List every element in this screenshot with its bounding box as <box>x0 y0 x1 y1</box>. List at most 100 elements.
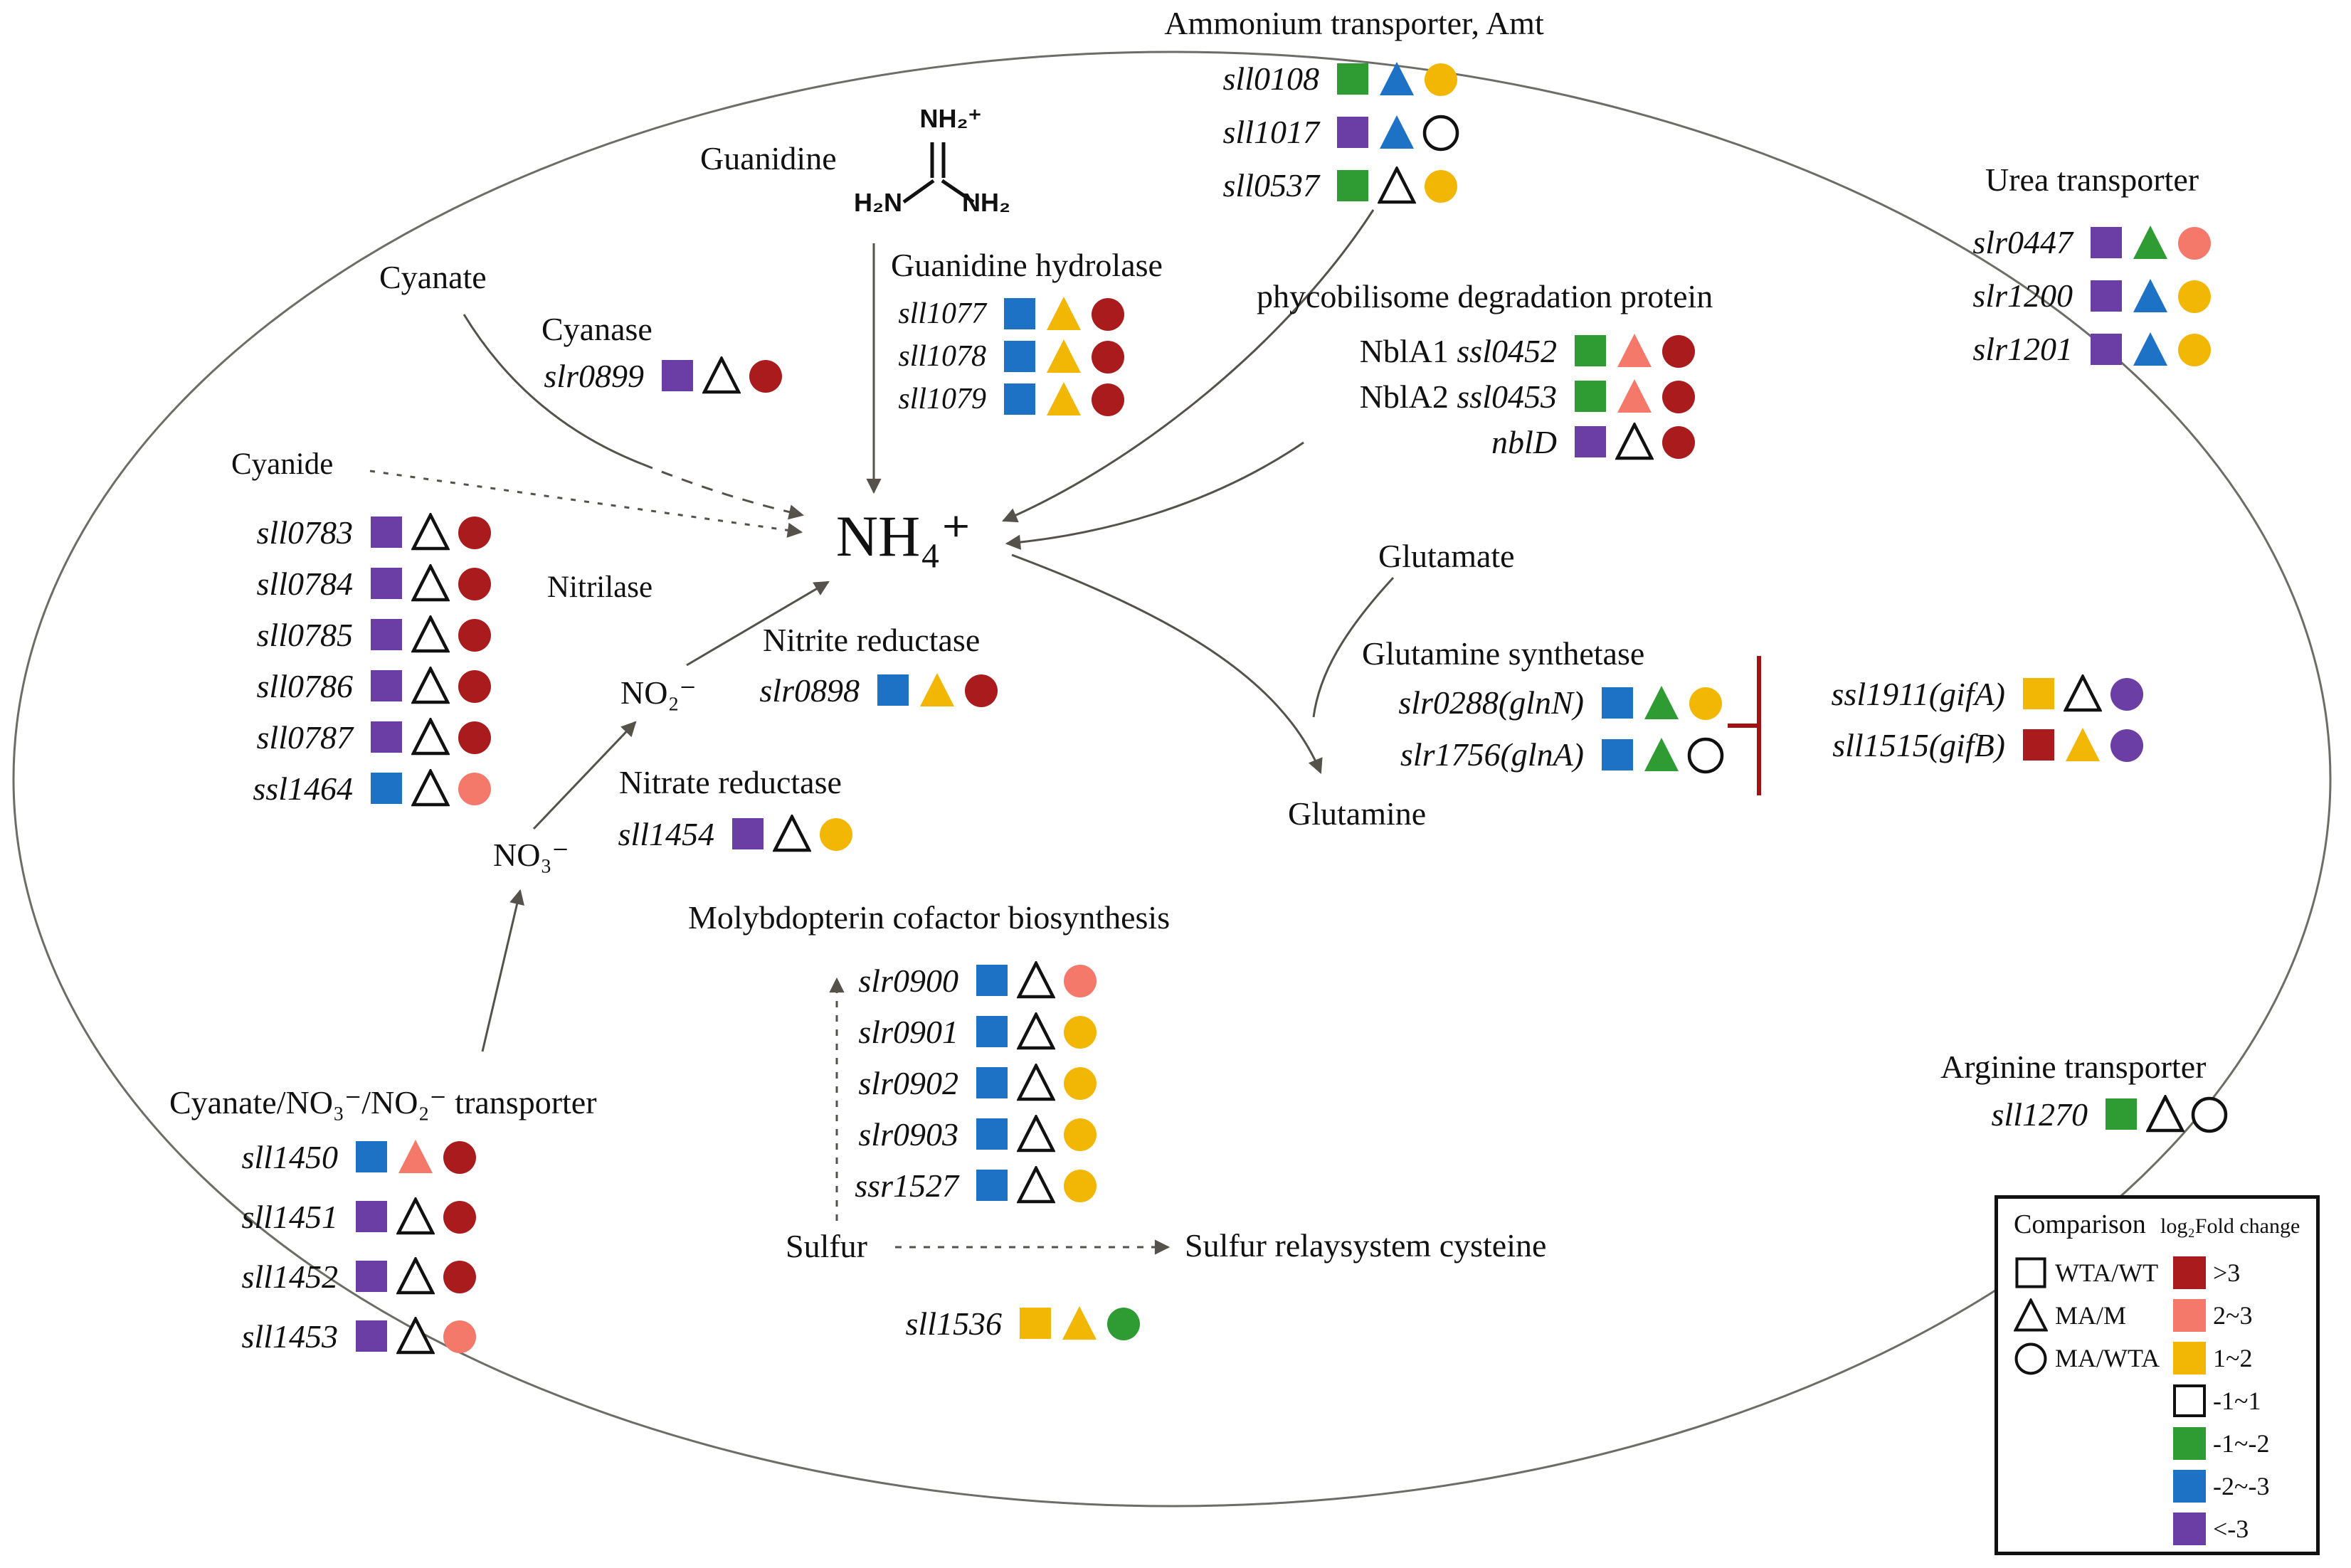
circle-cell <box>744 356 788 395</box>
gene-name: sll0108 <box>1105 60 1331 97</box>
gene-row: sll1077 <box>891 292 1163 335</box>
legend-comparison-title: Comparison <box>2014 1209 2146 1239</box>
gene-id: sll1450 <box>241 1138 338 1175</box>
label-sulfur-relay: Sulfur relaysystem cysteine <box>1185 1227 1547 1264</box>
gene-row: sll1454 <box>612 811 858 857</box>
square-cell <box>2084 330 2128 369</box>
legend-label: >3 <box>2213 1259 2241 1287</box>
legend-fold-row: >3 <box>2173 1251 2269 1294</box>
square-cell <box>2099 1095 2143 1133</box>
circle-cell <box>1657 423 1701 461</box>
gene-id: sll0784 <box>256 565 353 602</box>
square-marker <box>356 1201 387 1232</box>
gene-name: slr0899 <box>537 357 655 395</box>
triangle-marker <box>411 513 450 551</box>
circle-marker <box>749 360 782 393</box>
square-marker <box>1337 169 1368 201</box>
square-marker <box>356 1320 387 1352</box>
triangle-marker <box>1047 339 1081 373</box>
gene-name: sll0785 <box>235 616 364 654</box>
gene-id: ssl1464 <box>253 770 353 807</box>
triangle-marker <box>1644 737 1679 771</box>
legend-comparison-row: MA/M <box>2014 1294 2160 1337</box>
triangle-cell <box>1042 295 1086 333</box>
circle-cell <box>1058 1012 1102 1051</box>
triangle-cell <box>1014 1115 1058 1153</box>
gene-name: sll1270 <box>1940 1096 2099 1133</box>
gene-name: sll1451 <box>169 1198 349 1236</box>
triangle-marker <box>773 815 811 852</box>
square-cell <box>1595 736 1639 774</box>
gene-row: sll0108 <box>1105 52 1603 105</box>
gene-name: sll1453 <box>169 1318 349 1355</box>
gene-row: slr0900 <box>688 955 1170 1006</box>
circle-cell <box>1101 1304 1146 1342</box>
legend-label: -1~1 <box>2213 1387 2261 1415</box>
triangle-cell <box>1375 60 1419 98</box>
square-cell <box>1568 377 1612 415</box>
gene-name: nblD <box>1257 423 1568 461</box>
label-glutamate: Glutamate <box>1378 538 1515 574</box>
circle-cell <box>1657 332 1701 370</box>
square-cell <box>1331 60 1375 98</box>
circle-cell <box>1684 684 1728 722</box>
gene-row: nblD <box>1257 419 1713 465</box>
circle-marker <box>2014 1342 2047 1375</box>
circle-cell <box>1419 60 1463 98</box>
triangle-marker <box>2066 728 2100 761</box>
triangle-marker <box>396 1317 435 1355</box>
group-title: Arginine transporter <box>1940 1049 2207 1085</box>
gene-name: sll1079 <box>891 382 998 416</box>
triangle-marker <box>1380 61 1414 95</box>
triangle-cell <box>1014 1166 1058 1204</box>
circle-marker <box>458 670 491 703</box>
circle-cell <box>1058 961 1102 1000</box>
circle-marker <box>458 568 491 600</box>
triangle-cell <box>408 769 453 807</box>
group-gif-factors: ssl1911(gifA)sll1515(gifB) <box>1805 668 2149 770</box>
gene-id: ssl1911(gifA) <box>1831 675 2005 712</box>
gene-row: ssr1527 <box>688 1160 1170 1211</box>
gene-row: slr0288(glnN) <box>1362 677 1728 729</box>
circle-marker <box>2178 333 2211 366</box>
gene-row: NblA2 ssl0453 <box>1257 374 1713 419</box>
gene-id: slr0900 <box>858 962 958 999</box>
label-cyanide: Cyanide <box>231 447 334 481</box>
gene-row: sll1270 <box>1940 1091 2231 1137</box>
circle-marker <box>1064 1118 1097 1151</box>
fold-swatch <box>2173 1299 2206 1332</box>
circle-marker <box>820 818 852 851</box>
triangle-marker <box>411 769 450 807</box>
arrow-glutamate-join <box>1312 576 1395 718</box>
circle-marker <box>458 517 491 549</box>
triangle-cell <box>1612 332 1657 370</box>
group-title: Guanidine hydrolase <box>891 247 1163 283</box>
gene-id: slr1756(glnA) <box>1400 736 1584 773</box>
square-cell <box>970 1115 1014 1153</box>
circle-cell <box>2172 277 2217 315</box>
triangle-marker <box>2133 278 2167 312</box>
gene-name: sll0786 <box>235 667 364 705</box>
triangle-marker <box>1380 115 1414 149</box>
group-glutamine-synthetase: Glutamine synthetase slr0288(glnN)slr175… <box>1362 635 1728 780</box>
guanidine-nh2-label: NH₂ <box>962 188 1010 217</box>
gene-name: slr1200 <box>1943 277 2084 314</box>
group-molybdopterin-biosynthesis: Molybdopterin cofactor biosynthesis slr0… <box>688 899 1170 1211</box>
square-marker <box>1575 381 1606 412</box>
square-cell <box>1331 166 1375 205</box>
gene-row: sll0784 <box>235 558 497 609</box>
square-cell <box>998 337 1042 376</box>
triangle-cell <box>1639 684 1684 722</box>
arrow-no2-to-nh4 <box>686 581 830 667</box>
circle-marker <box>1092 383 1124 416</box>
fold-swatch <box>2173 1342 2206 1374</box>
triangle-cell <box>408 667 453 705</box>
gif-inhibition-bracket <box>1728 656 1761 795</box>
gene-row: slr0447 <box>1943 216 2241 269</box>
gene-id: slr0902 <box>858 1064 958 1101</box>
square-marker <box>2106 1098 2137 1130</box>
